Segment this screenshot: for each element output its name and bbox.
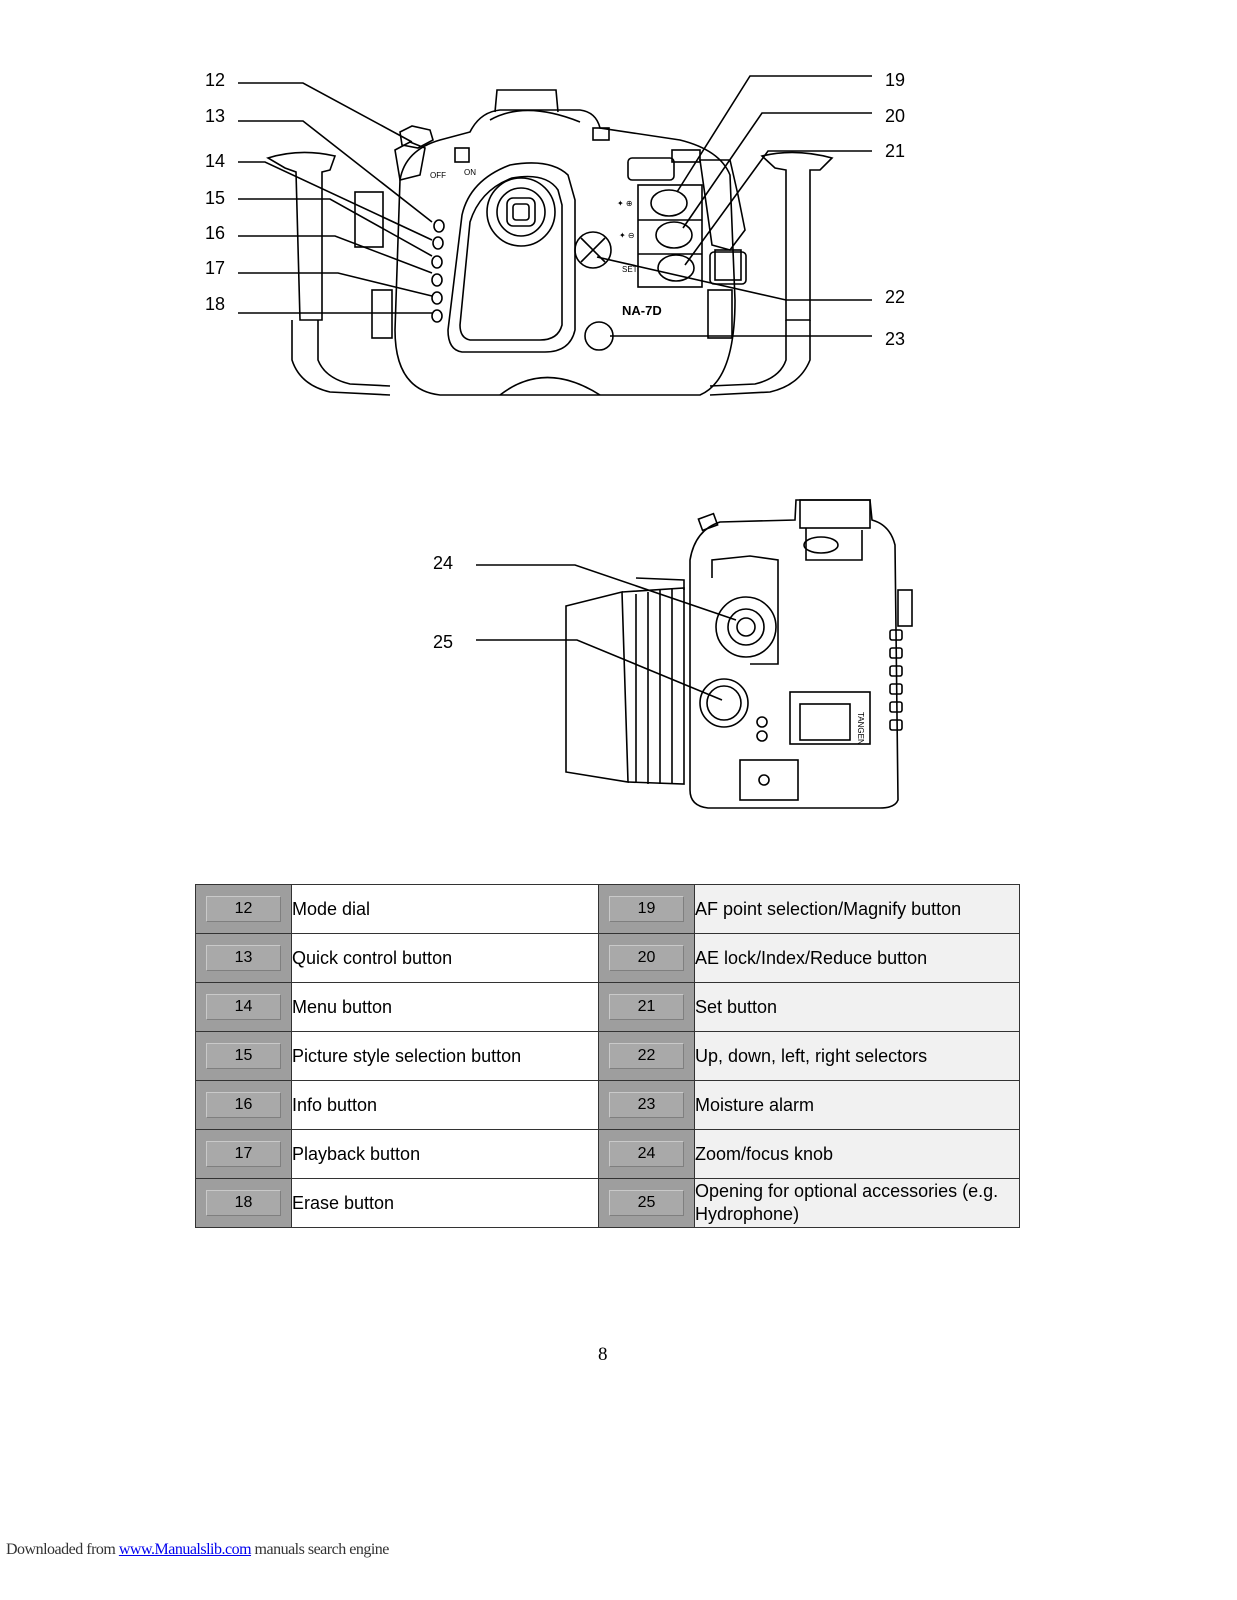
callout-label: 17 xyxy=(205,258,226,278)
table-row: 14 Menu button 21 Set button xyxy=(195,982,1020,1032)
footer-prefix: Downloaded from xyxy=(6,1541,119,1558)
off-marking: OFF xyxy=(430,171,446,180)
callout-label: 20 xyxy=(885,106,906,126)
leader-line xyxy=(238,161,433,241)
callout-label: 12 xyxy=(205,70,226,90)
callout-label: 19 xyxy=(885,70,906,90)
housing-body xyxy=(394,109,736,396)
on-marking: ON xyxy=(464,168,476,177)
leader-line xyxy=(476,639,723,701)
part-number: 16 xyxy=(206,1092,281,1118)
lens-port xyxy=(565,590,629,783)
callout-label: 22 xyxy=(885,287,906,307)
brand-marking: TANGEN xyxy=(856,712,865,745)
part-number: 14 xyxy=(206,994,281,1020)
callout-label: 21 xyxy=(885,141,906,161)
part-description: AE lock/Index/Reduce button xyxy=(694,933,1020,983)
multi-selector xyxy=(574,231,612,269)
model-marking: NA-7D xyxy=(622,303,662,318)
part-number: 15 xyxy=(206,1043,281,1069)
af-point-button xyxy=(650,189,688,217)
part-number: 20 xyxy=(609,945,684,971)
right-button-panel xyxy=(637,184,703,288)
part-description: Opening for optional accessories (e.g. H… xyxy=(694,1178,1020,1228)
part-description: Moisture alarm xyxy=(694,1080,1020,1130)
housing-side-drawing: TANGEN xyxy=(476,499,913,809)
left-grip xyxy=(266,151,337,321)
part-description: Up, down, left, right selectors xyxy=(694,1031,1020,1081)
part-description: Picture style selection button xyxy=(291,1031,599,1081)
set-button xyxy=(657,254,695,282)
leader-line xyxy=(238,120,433,223)
housing-body-side xyxy=(689,499,899,809)
part-description: Set button xyxy=(694,982,1020,1032)
callout-label: 14 xyxy=(205,151,226,171)
footer-suffix: manuals search engine xyxy=(251,1541,390,1558)
table-row: 16 Info button 23 Moisture alarm xyxy=(195,1080,1020,1130)
svg-text:✦ ⊕: ✦ ⊕ xyxy=(617,199,633,208)
housing-rear-drawing: OFF ON ✦ ⊕ ✦ ⊖ SET xyxy=(238,75,872,396)
accessory-opening xyxy=(699,678,749,728)
part-description: Quick control button xyxy=(291,933,599,983)
part-number: 18 xyxy=(206,1190,281,1216)
ae-lock-button xyxy=(655,221,693,249)
callout-label: 15 xyxy=(205,188,226,208)
callout-label: 23 xyxy=(885,329,906,349)
part-number: 22 xyxy=(609,1043,684,1069)
part-number: 19 xyxy=(609,896,684,922)
svg-text:✦ ⊖: ✦ ⊖ xyxy=(619,231,635,240)
table-row: 12 Mode dial 19 AF point selection/Magni… xyxy=(195,884,1020,934)
leader-line xyxy=(476,564,737,621)
callout-label: 25 xyxy=(433,632,454,652)
table-row: 15 Picture style selection button 22 Up,… xyxy=(195,1031,1020,1081)
page-number: 8 xyxy=(598,1344,608,1365)
table-row: 13 Quick control button 20 AE lock/Index… xyxy=(195,933,1020,983)
part-number: 17 xyxy=(206,1141,281,1167)
table-row: 17 Playback button 24 Zoom/focus knob xyxy=(195,1129,1020,1179)
callout-label: 18 xyxy=(205,294,226,314)
left-button-column xyxy=(431,219,445,323)
leader-line xyxy=(682,112,872,229)
mode-dial xyxy=(399,125,434,149)
part-number: 23 xyxy=(609,1092,684,1118)
callout-label: 13 xyxy=(205,106,226,126)
part-number: 12 xyxy=(206,896,281,922)
lcd-window xyxy=(447,162,576,353)
part-number: 13 xyxy=(206,945,281,971)
leader-line xyxy=(238,235,433,274)
parts-table: 12 Mode dial 19 AF point selection/Magni… xyxy=(195,884,1020,1228)
download-footer: Downloaded from www.Manualslib.com manua… xyxy=(6,1541,389,1559)
part-description: Menu button xyxy=(291,982,599,1032)
set-marking: SET xyxy=(622,265,638,274)
part-description: Info button xyxy=(291,1080,599,1130)
table-row: 18 Erase button 25 Opening for optional … xyxy=(195,1178,1020,1228)
leader-line xyxy=(684,150,872,266)
leader-line xyxy=(238,272,433,297)
part-number: 24 xyxy=(609,1141,684,1167)
callout-label: 24 xyxy=(433,553,454,573)
leader-line xyxy=(676,75,872,193)
part-number: 21 xyxy=(609,994,684,1020)
manualslib-link[interactable]: www.Manualslib.com xyxy=(118,1541,252,1558)
zoom-focus-knob xyxy=(715,596,777,658)
part-description: Mode dial xyxy=(291,884,599,934)
part-number: 25 xyxy=(609,1190,684,1216)
part-description: Playback button xyxy=(291,1129,599,1179)
callout-label: 16 xyxy=(205,223,226,243)
eyepiece xyxy=(486,177,556,247)
leader-line xyxy=(238,82,413,143)
moisture-alarm xyxy=(584,321,614,351)
part-description: Zoom/focus knob xyxy=(694,1129,1020,1179)
part-description: AF point selection/Magnify button xyxy=(694,884,1020,934)
part-description: Erase button xyxy=(291,1178,599,1228)
